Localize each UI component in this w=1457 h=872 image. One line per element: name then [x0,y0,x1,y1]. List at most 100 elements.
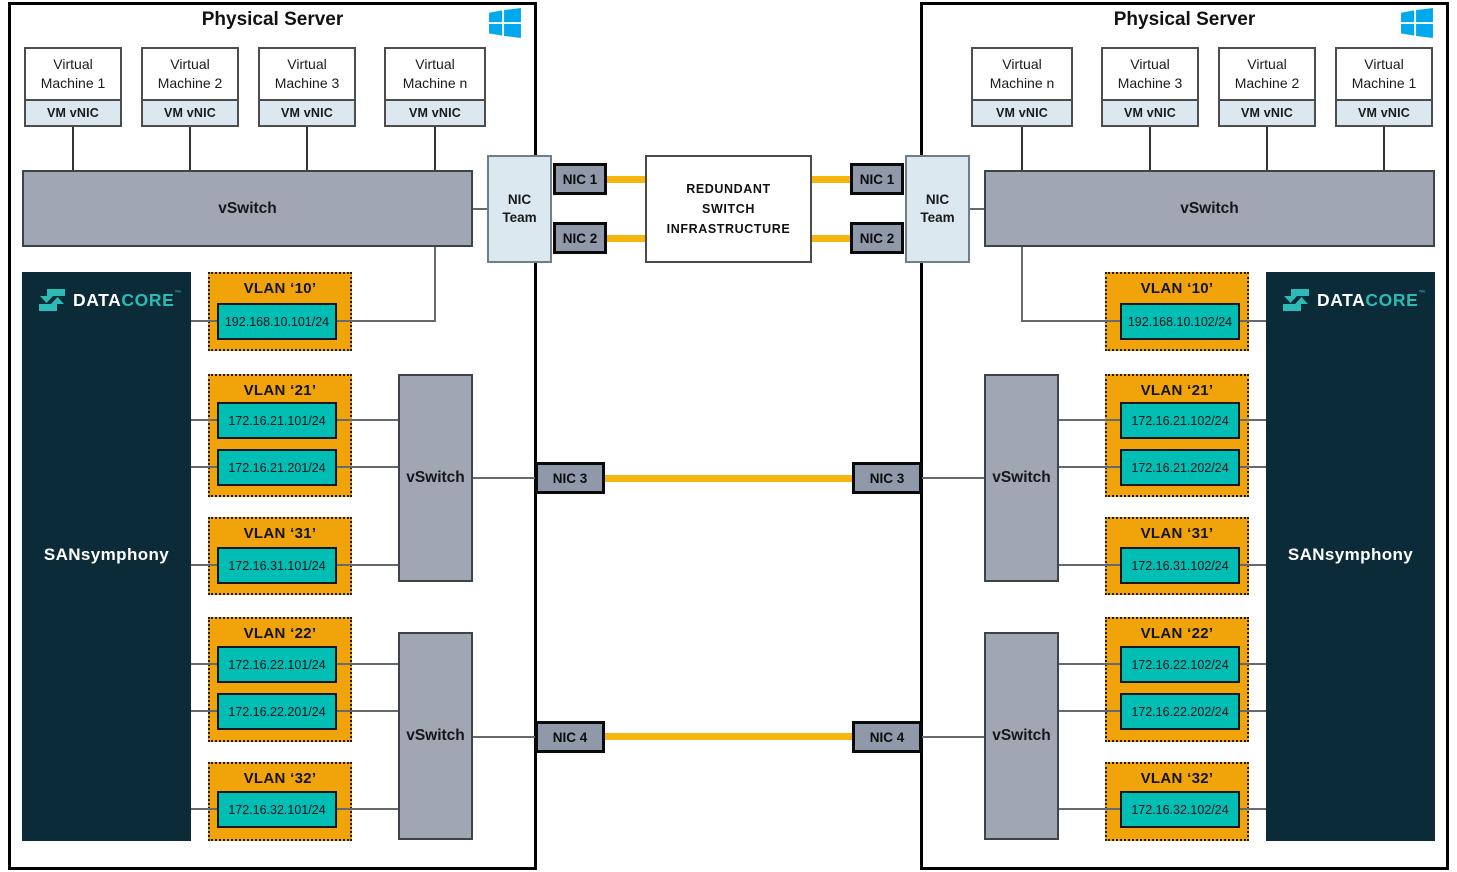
nic-box: NIC 1 [553,163,607,195]
nic-box: NIC 3 [852,462,922,494]
connector-line [1383,127,1385,170]
network-link-yellow [607,235,645,242]
connector-line [1236,466,1266,468]
connector-line [306,127,308,170]
connector-line [970,208,984,210]
vswitch-top: vSwitch [984,170,1435,247]
ip-address-box: 172.16.22.102/24 [1120,646,1240,683]
connector-line [330,564,398,566]
vm-vnic-label: VM vNIC [1220,99,1314,125]
connector-line [1236,320,1266,322]
ip-address-box: 172.16.32.101/24 [217,791,337,828]
windows-logo-icon [489,8,521,38]
vm-vnic-label: VM vNIC [973,99,1071,125]
network-link-yellow [605,733,853,740]
nic-box: NIC 4 [535,721,605,753]
connector-line [1021,127,1023,170]
vm-label: Virtual Machine 1 [1351,56,1417,91]
nic-box: NIC 3 [535,462,605,494]
network-link-yellow [607,176,645,183]
nic-team-box: NIC Team [487,155,552,263]
nic-box: NIC 1 [850,163,904,195]
ip-address-box: 172.16.31.102/24 [1120,547,1240,584]
nic-team-box: NIC Team [905,155,970,263]
connector-line [191,466,221,468]
connector-line [1236,663,1266,665]
connector-line [1059,710,1127,712]
vm-vnic-label: VM vNIC [1103,99,1197,125]
connector-line [330,808,398,810]
ip-address-box: 172.16.22.101/24 [217,646,337,683]
connector-line [191,320,221,322]
vm-label: Virtual Machine n [402,56,468,91]
ip-address-box: 172.16.22.201/24 [217,693,337,730]
ip-address-box: 172.16.21.201/24 [217,449,337,486]
datacore-arrows-icon [39,289,65,311]
nic-box: NIC 2 [553,222,607,254]
connector-line [191,808,221,810]
connector-line [189,127,191,170]
vm-box: Virtual Machine 3 VM vNIC [1101,47,1199,127]
vm-vnic-label: VM vNIC [143,99,237,125]
datacore-panel [1266,272,1435,841]
ip-address-box: 172.16.21.102/24 [1120,402,1240,439]
vm-box: Virtual Machine 2 VM vNIC [141,47,239,127]
connector-line [434,127,436,170]
vm-box: Virtual Machine n VM vNIC [384,47,486,127]
connector-line [1236,564,1266,566]
connector-line [922,736,984,738]
datacore-logo: DATACORE™ [1283,288,1426,312]
connector-line [1236,808,1266,810]
datacore-wordmark: DATACORE™ [73,289,182,310]
connector-line [473,477,535,479]
vm-box: Virtual Machine 2 VM vNIC [1218,47,1316,127]
connector-line [72,127,74,170]
vswitch-bottom: vSwitch [398,632,473,840]
network-link-yellow [605,475,853,482]
datacore-wordmark: DATACORE™ [1317,289,1426,310]
network-link-yellow [812,176,850,183]
vm-box: Virtual Machine 3 VM vNIC [258,47,356,127]
connector-line [191,710,221,712]
connector-line [1149,127,1151,170]
ip-address-box: 172.16.31.101/24 [217,547,337,584]
vm-label: Virtual Machine 1 [40,56,106,91]
vm-box: Virtual Machine n VM vNIC [971,47,1073,127]
vswitch-top: vSwitch [22,170,473,247]
vswitch-bottom: vSwitch [984,632,1059,840]
vm-vnic-label: VM vNIC [1337,99,1431,125]
connector-line [1021,320,1127,322]
connector-line [1021,247,1023,321]
windows-logo-icon [1401,8,1433,38]
network-link-yellow [812,235,850,242]
vm-label: Virtual Machine 3 [274,56,340,91]
connector-line [330,419,398,421]
connector-line [473,208,487,210]
vm-label: Virtual Machine 2 [157,56,223,91]
ip-address-box: 192.168.10.102/24 [1120,303,1240,340]
connector-line [191,564,221,566]
sansymphony-label: SANsymphony [43,545,170,564]
redundant-switch-line: REDUNDANT [686,182,771,196]
sansymphony-label: SANsymphony [1287,545,1414,564]
vswitch-mid: vSwitch [398,374,473,582]
datacore-logo: DATACORE™ [39,288,182,312]
connector-line [1236,710,1266,712]
connector-line [330,663,398,665]
connector-line [330,466,398,468]
connector-line [1266,127,1268,170]
redundant-switch-line: SWITCH [702,202,755,216]
vswitch-mid: vSwitch [984,374,1059,582]
connector-line [191,663,221,665]
datacore-panel [22,272,191,841]
connector-line [434,247,436,321]
vm-vnic-label: VM vNIC [386,99,484,125]
ip-address-box: 172.16.21.101/24 [217,402,337,439]
vm-vnic-label: VM vNIC [26,99,120,125]
ip-address-box: 172.16.22.202/24 [1120,693,1240,730]
connector-line [330,320,436,322]
ip-address-box: 172.16.32.102/24 [1120,791,1240,828]
vm-label: Virtual Machine n [989,56,1055,91]
connector-line [1059,564,1127,566]
